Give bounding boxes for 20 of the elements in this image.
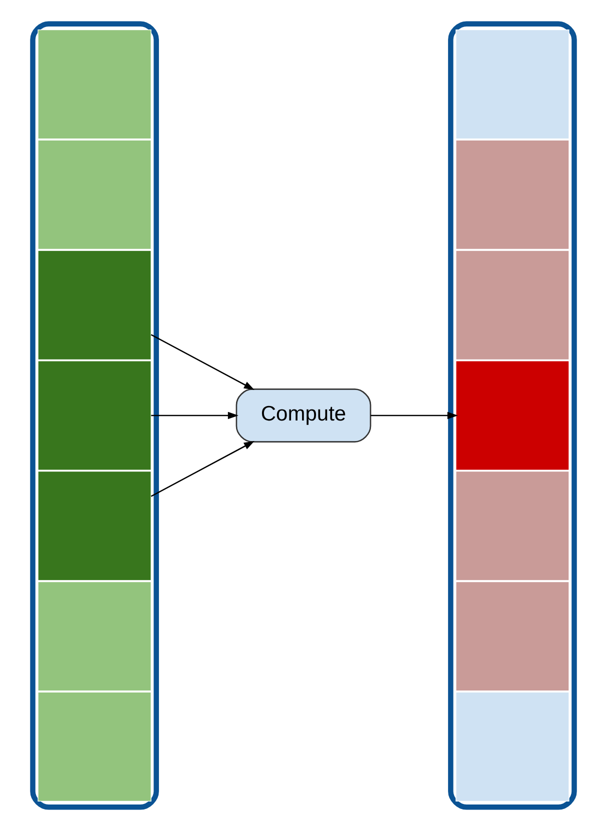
- node-box: [38, 140, 152, 250]
- node-box: [456, 360, 570, 470]
- node-box: [38, 29, 152, 140]
- node-box: [38, 471, 152, 581]
- node-box: [456, 471, 570, 581]
- node-box: [456, 692, 570, 802]
- arrow: [370, 412, 458, 420]
- arrow: [150, 441, 254, 497]
- arrow: [151, 412, 238, 420]
- node-box: [456, 29, 570, 140]
- node-box: [38, 581, 152, 692]
- node-box: [38, 360, 152, 470]
- node-box: [38, 692, 152, 802]
- node-box: [456, 581, 570, 692]
- arrow: [150, 334, 254, 390]
- cluster: [30, 21, 159, 810]
- node-box: [456, 140, 570, 250]
- node-box: [456, 250, 570, 360]
- node-box: [38, 250, 152, 360]
- node-box: Compute: [236, 388, 372, 442]
